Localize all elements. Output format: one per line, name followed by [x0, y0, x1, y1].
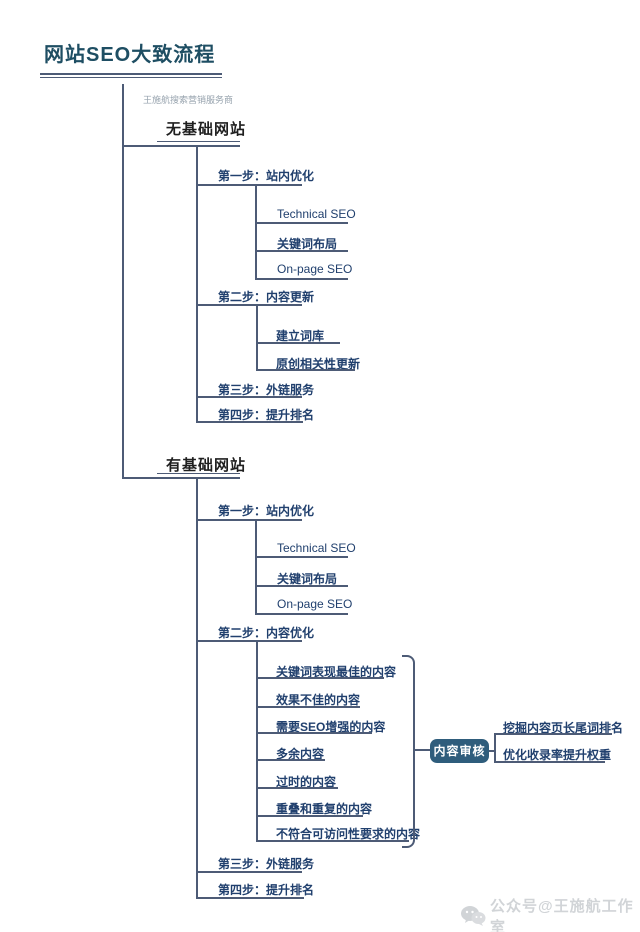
connector: [489, 750, 495, 752]
watermark-text: 公众号@王施航工作室: [490, 898, 634, 932]
watermark: 公众号@王施航工作室: [460, 895, 640, 932]
node-r1-step4: 第四步：提升排名: [218, 408, 315, 422]
node-content-redundant: 多余内容: [276, 747, 325, 761]
connector: [494, 733, 612, 735]
connector: [196, 640, 302, 642]
connector-main-spine: [122, 84, 124, 478]
node-content-underperforming: 效果不佳的内容: [276, 693, 361, 707]
connector: [256, 706, 360, 708]
connector: [256, 815, 363, 817]
connector: [255, 613, 348, 615]
node-content-duplicate: 重叠和重复的内容: [276, 802, 373, 816]
connector: [256, 342, 340, 344]
connector: [256, 304, 258, 370]
connector: [255, 585, 348, 587]
connector: [255, 556, 348, 558]
connector: [196, 421, 303, 423]
node-root-has-foundation: 有基础网站: [166, 457, 247, 474]
connector: [255, 519, 257, 614]
node-r1-build-lexicon: 建立词库: [276, 329, 325, 343]
node-r2-step3: 第三步：外链服务: [218, 857, 315, 871]
connector: [256, 732, 372, 734]
connector-root1-spine: [196, 145, 198, 423]
node-audit-indexing-weight: 优化收录率提升权重: [503, 748, 612, 762]
node-r1-step2: 第二步：内容更新: [218, 290, 315, 304]
connector: [255, 222, 348, 224]
connector: [256, 677, 384, 679]
node-r1-step3: 第三步：外链服务: [218, 383, 315, 397]
node-content-accessibility: 不符合可访问性要求的内容: [276, 827, 421, 841]
page-subtitle: 王施航搜索营销服务商: [143, 95, 234, 105]
connector: [256, 787, 338, 789]
node-r2-technical-seo: Technical SEO: [277, 541, 356, 555]
node-content-needs-seo: 需要SEO增强的内容: [276, 720, 386, 734]
page-title: 网站SEO大致流程: [44, 44, 216, 66]
connector: [157, 141, 240, 142]
node-r2-step2: 第二步：内容优化: [218, 626, 315, 640]
connector: [122, 145, 240, 147]
connector: [122, 477, 240, 479]
node-r2-step4: 第四步：提升排名: [218, 883, 315, 897]
connector: [413, 749, 430, 751]
connector: [256, 369, 355, 371]
wechat-icon: [460, 905, 486, 927]
node-r1-original-updates: 原创相关性更新: [276, 357, 361, 371]
node-r1-step1: 第一步：站内优化: [218, 169, 315, 183]
connector: [255, 250, 348, 252]
node-r2-step1: 第一步：站内优化: [218, 504, 315, 518]
node-audit-longtail-ranking: 挖掘内容页长尾词排名: [503, 721, 624, 735]
connector: [196, 519, 302, 521]
connector: [494, 733, 496, 763]
connector: [256, 640, 258, 841]
connector: [256, 840, 409, 842]
connector: [256, 759, 325, 761]
node-r1-onpage-seo: On-page SEO: [277, 262, 353, 276]
connector: [157, 473, 240, 474]
connector: [494, 761, 605, 763]
grouping-bracket: [402, 655, 415, 848]
connector: [196, 184, 302, 186]
node-r2-onpage-seo: On-page SEO: [277, 597, 353, 611]
node-r2-keyword-layout: 关键词布局: [277, 572, 338, 586]
connector: [196, 871, 302, 873]
node-content-outdated: 过时的内容: [276, 775, 337, 789]
connector: [255, 278, 348, 280]
node-content-best-keywords: 关键词表现最佳的内容: [276, 665, 397, 679]
node-r1-technical-seo: Technical SEO: [277, 207, 356, 221]
connector: [196, 396, 302, 398]
node-root-no-foundation: 无基础网站: [166, 121, 247, 138]
title-underline: [40, 73, 222, 78]
connector-root2-spine: [196, 477, 198, 898]
connector: [255, 184, 257, 280]
connector: [196, 897, 304, 899]
node-content-audit: 内容审核: [430, 739, 489, 763]
node-r1-keyword-layout: 关键词布局: [277, 237, 338, 251]
connector: [196, 304, 302, 306]
